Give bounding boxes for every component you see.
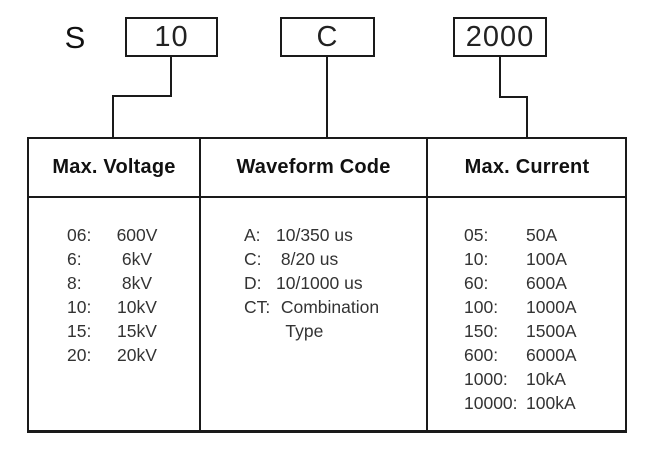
code-segment-voltage: 10 (154, 20, 189, 53)
option-code: 05: (464, 225, 489, 245)
option-value: Combination (276, 297, 380, 317)
code-box-waveform: C (280, 17, 375, 57)
list-item: 600: 6000A (464, 343, 626, 367)
list-item: 05: 50A (464, 223, 626, 247)
option-code: 10000: (464, 393, 518, 413)
current-connector-vertical-lower (526, 96, 528, 137)
option-value: 10kV (117, 297, 157, 317)
option-code: 100: (464, 297, 499, 317)
code-lookup-table: Max. Voltage Waveform Code Max. Current … (27, 137, 627, 433)
list-item: 10: 100A (464, 247, 626, 271)
list-item: 06: 600V (67, 223, 199, 247)
option-value: 10/350 us (276, 225, 353, 245)
option-code: C: (244, 249, 262, 269)
voltage-connector-horizontal (112, 95, 172, 97)
option-value: 6kV (121, 249, 153, 269)
option-value: 15kV (117, 321, 157, 341)
list-item: 20: 20kV (67, 343, 199, 367)
option-value: 50A (526, 225, 558, 245)
option-code: 06: (67, 225, 92, 245)
option-value: 20kV (117, 345, 157, 365)
waveform-connector-vertical (326, 57, 328, 137)
option-value: 600A (526, 273, 567, 293)
column-header-max-current: Max. Current (428, 139, 626, 198)
option-code: 150: (464, 321, 499, 341)
list-item: 1000: 10kA (464, 367, 626, 391)
list-item: 100: 1000A (464, 295, 626, 319)
voltage-connector-vertical-upper (170, 57, 172, 97)
code-box-current: 2000 (453, 17, 547, 57)
option-code: A: (244, 225, 261, 245)
voltage-connector-vertical-lower (112, 95, 114, 137)
option-code: 8: (67, 273, 82, 293)
column-header-max-voltage: Max. Voltage (29, 139, 201, 198)
code-box-voltage: 10 (125, 17, 218, 57)
column-header-waveform-code: Waveform Code (201, 139, 428, 198)
list-item: C: 8/20 us (244, 247, 426, 271)
code-prefix: S (64, 20, 86, 55)
option-code: D: (244, 273, 262, 293)
current-connector-vertical-upper (499, 57, 501, 98)
option-value: 10kA (526, 369, 566, 389)
list-item: 60: 600A (464, 271, 626, 295)
max-voltage-options: 06:600V 6:6kV 8:8kV 10:10kV 15:15kV 20:2… (29, 198, 201, 430)
option-value: 6000A (526, 345, 577, 365)
option-code: 20: (67, 345, 92, 365)
option-code: CT: (244, 297, 271, 317)
option-value: 8/20 us (276, 249, 339, 269)
list-item: D: 10/1000 us (244, 271, 426, 295)
option-value: 100kA (526, 393, 576, 413)
list-item: 15: 15kV (67, 319, 199, 343)
current-connector-horizontal (499, 96, 528, 98)
option-code: 10: (464, 249, 489, 269)
option-value: 1000A (526, 297, 577, 317)
option-code: 10: (67, 297, 92, 317)
list-item: 8: 8kV (67, 271, 199, 295)
list-item: 6: 6kV (67, 247, 199, 271)
list-item: 10: 10kV (67, 295, 199, 319)
list-item: 150: 1500A (464, 319, 626, 343)
list-item: 10000: 100kA (464, 391, 626, 415)
list-item: A: 10/350 us (244, 223, 426, 247)
option-code: 600: (464, 345, 499, 365)
option-value: 8kV (121, 273, 153, 293)
waveform-code-options: A: 10/350 us C: 8/20 us D: 10/1000 us CT: … (201, 198, 428, 430)
code-segment-current: 2000 (465, 20, 535, 53)
option-code: 60: (464, 273, 489, 293)
option-value: 600V (116, 225, 158, 245)
code-segment-waveform: C (316, 20, 339, 53)
list-item: CT: Combination (244, 295, 426, 319)
option-value: Type (276, 321, 324, 341)
option-code (244, 319, 276, 343)
option-value: 100A (526, 249, 567, 269)
max-current-options: 05:50A 10:100A 60:600A 100:1000A 150:150… (428, 198, 626, 430)
option-code: 1000: (464, 369, 508, 389)
option-value: 1500A (526, 321, 577, 341)
option-code: 15: (67, 321, 92, 341)
option-code: 6: (67, 249, 82, 269)
list-item: Type (244, 319, 426, 343)
option-value: 10/1000 us (276, 273, 363, 293)
